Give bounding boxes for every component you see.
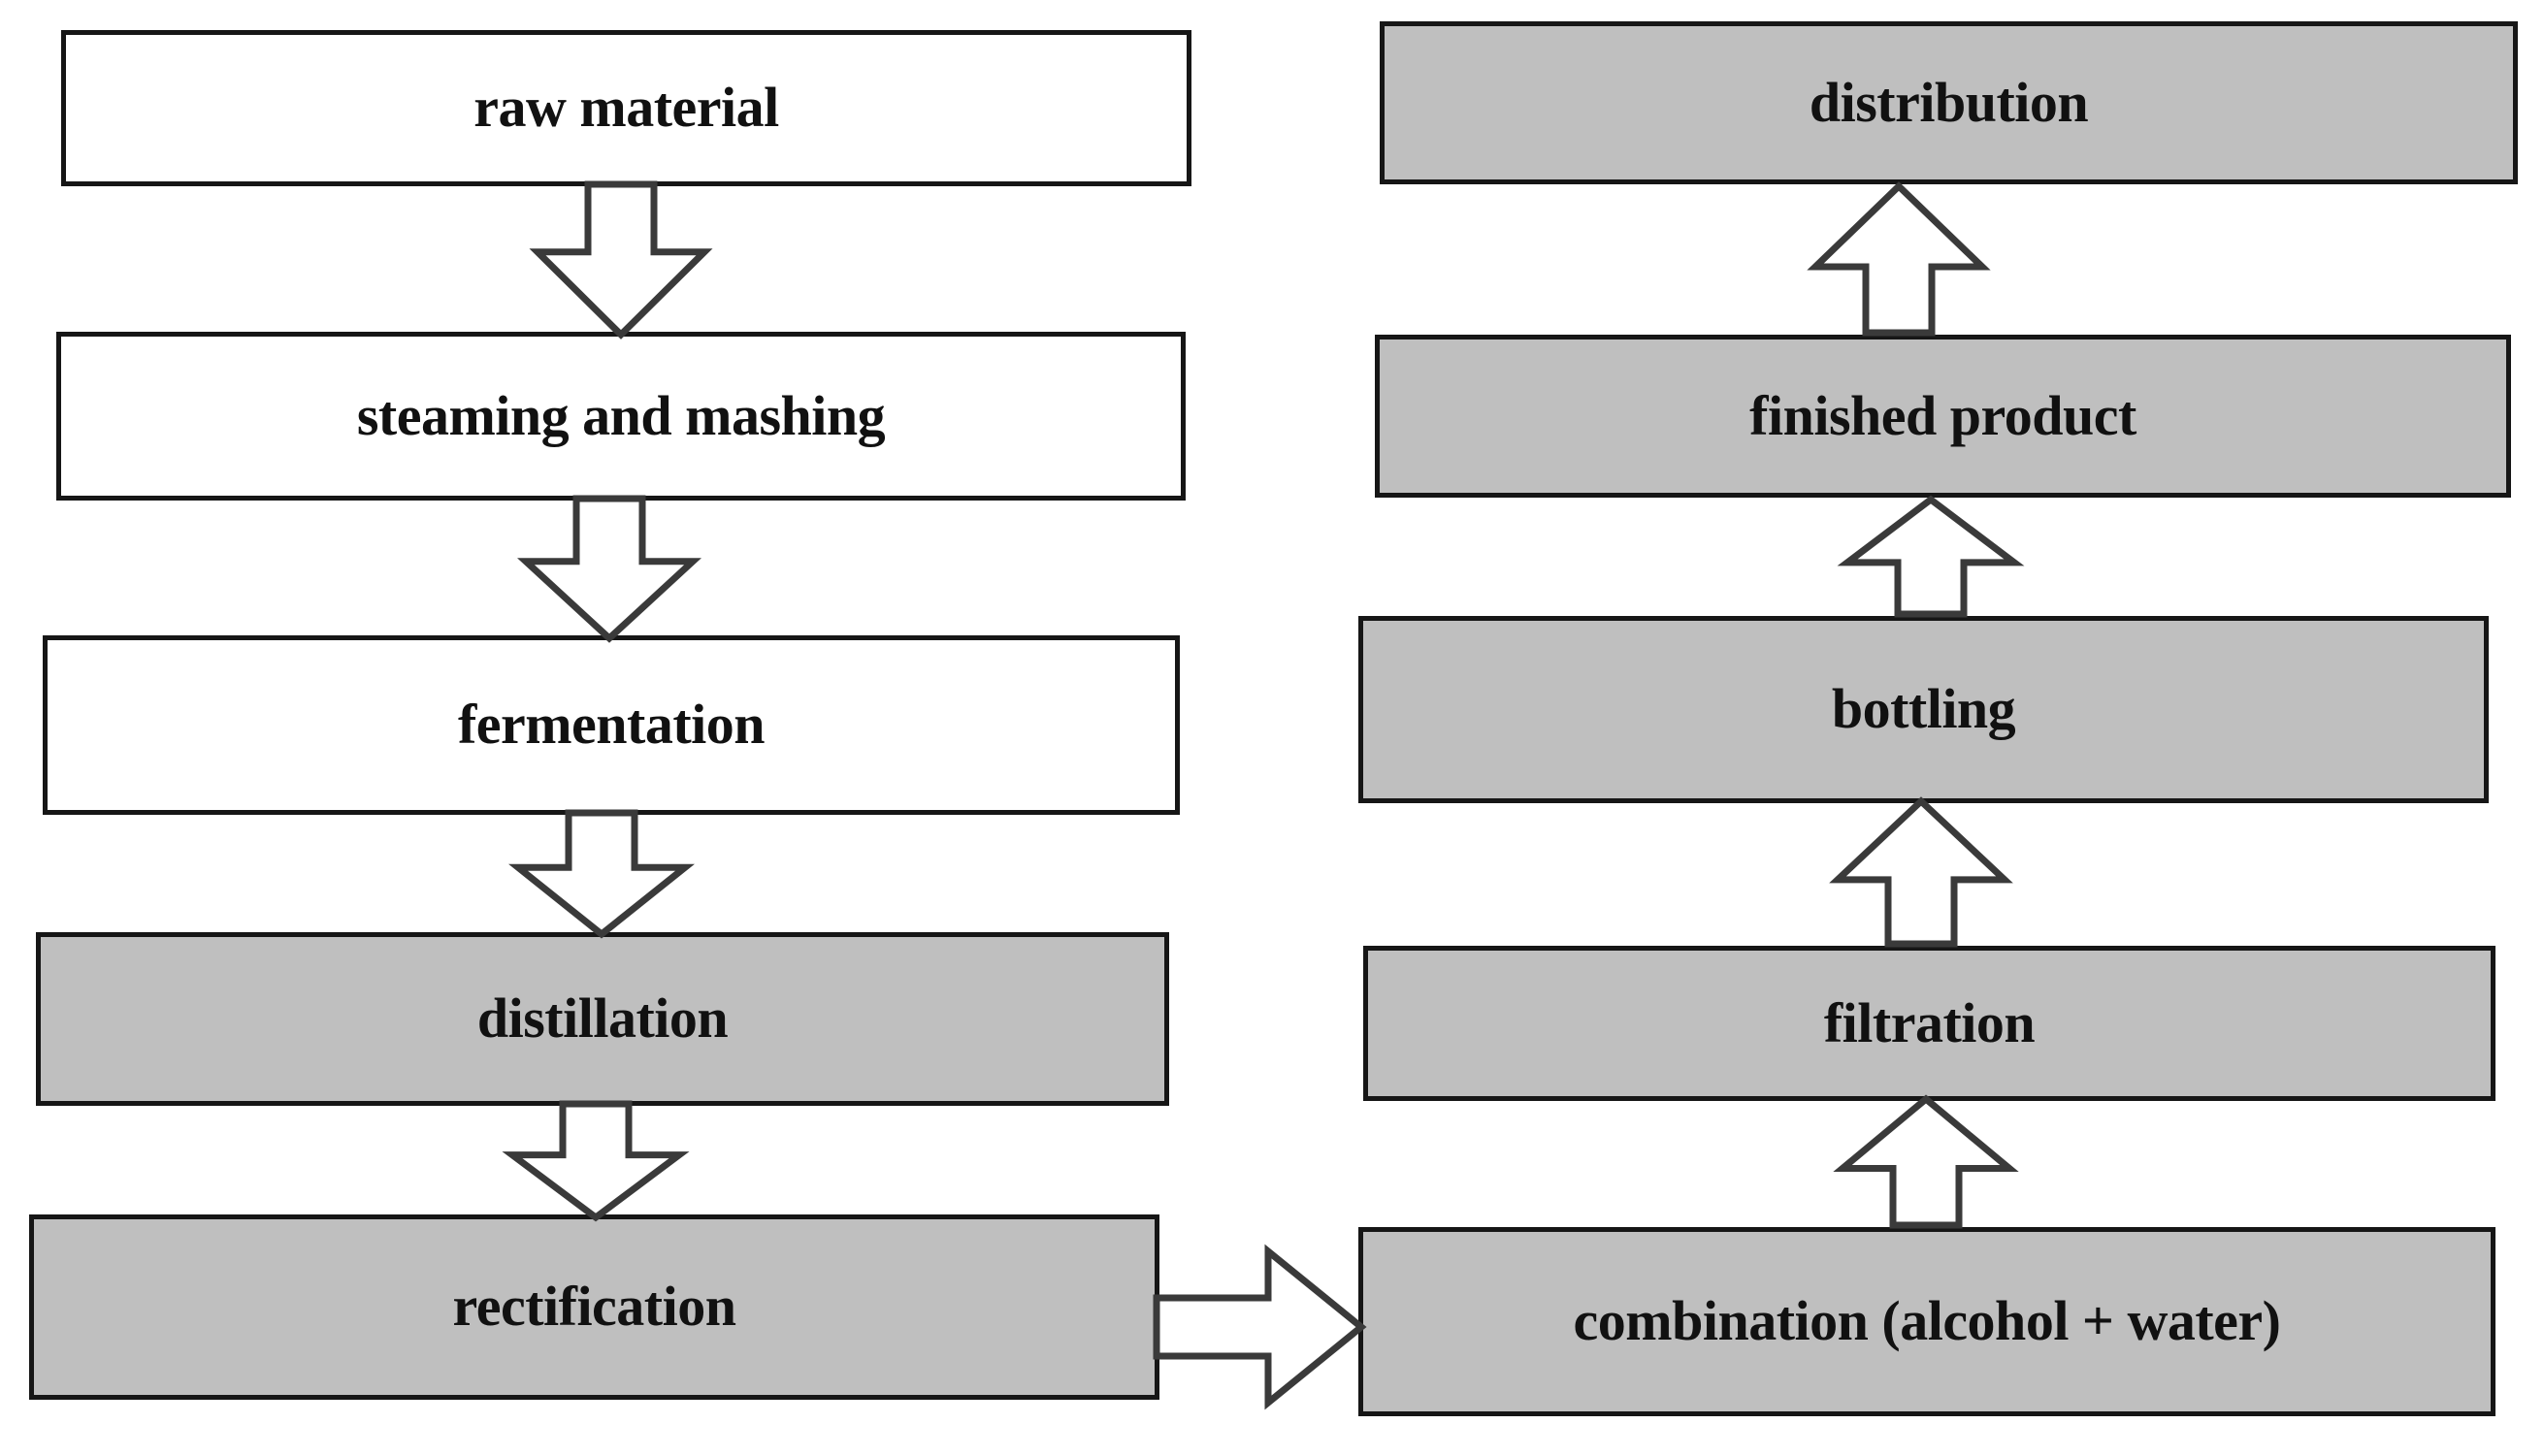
process-node-distillation[interactable]: distillation [36,932,1169,1106]
process-node-steaming-mashing[interactable]: steaming and mashing [56,332,1186,501]
connector-arrow-bottling-to-finished [1837,495,2025,618]
process-node-label: raw material [473,76,779,140]
connector-arrow-combination-to-filtration [1833,1094,2019,1229]
process-node-label: filtration [1823,990,2036,1054]
process-node-bottling[interactable]: bottling [1358,616,2489,803]
process-node-filtration[interactable]: filtration [1363,946,2495,1101]
process-node-combination[interactable]: combination (alcohol + water) [1358,1227,2495,1416]
process-node-label: distillation [476,987,729,1051]
process-node-rectification[interactable]: rectification [29,1214,1159,1400]
process-node-label: rectification [452,1275,736,1339]
connector-arrow-filtration-to-bottling [1829,796,2013,948]
process-node-distribution[interactable]: distribution [1380,21,2518,184]
connector-arrow-finished-to-distribution [1807,181,1991,337]
connector-arrow-raw-to-steaming [529,180,713,340]
process-node-label: finished product [1749,383,2136,447]
process-node-label: bottling [1831,677,2016,741]
process-node-label: distribution [1809,70,2089,134]
connector-arrow-distillation-to-rectification [502,1100,690,1222]
process-node-finished-product[interactable]: finished product [1375,335,2511,498]
connector-arrow-fermentation-to-distillation [508,809,695,939]
process-node-raw-material[interactable]: raw material [61,30,1191,186]
process-node-fermentation[interactable]: fermentation [43,635,1180,815]
process-node-label: steaming and mashing [356,383,886,447]
process-node-label: fermentation [457,693,766,757]
connector-arrow-rectification-to-combination [1153,1244,1367,1410]
process-node-label: combination (alcohol + water) [1573,1289,2281,1353]
connector-arrow-steaming-to-fermentation [517,495,701,643]
